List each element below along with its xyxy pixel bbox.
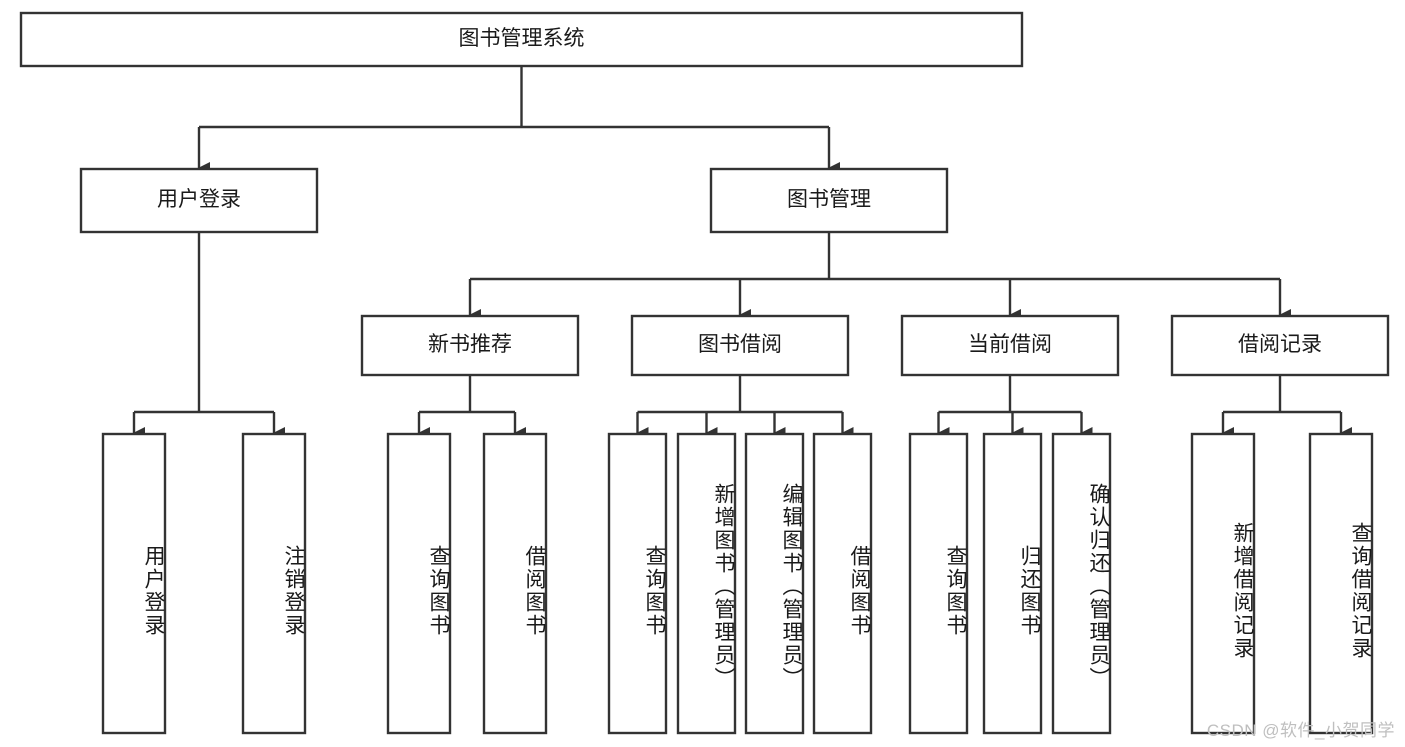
node-box-book-management[interactable]: [709, 167, 949, 234]
node-box-leaf-user-login[interactable]: [101, 432, 167, 735]
node-box-leaf-user-logout[interactable]: [241, 432, 307, 735]
node-box-borrow-records[interactable]: [1170, 314, 1390, 377]
node-box-user-login[interactable]: [79, 167, 319, 234]
node-box-leaf-query-record[interactable]: [1308, 432, 1374, 735]
node-box-leaf-edit-book[interactable]: [744, 432, 805, 735]
node-box-root[interactable]: [19, 11, 1024, 68]
node-box-leaf-add-record[interactable]: [1190, 432, 1256, 735]
connector-layer: [132, 66, 1352, 439]
node-box-leaf-query-book-rec[interactable]: [386, 432, 452, 735]
node-box-leaf-borrow-book-rec[interactable]: [482, 432, 548, 735]
node-box-new-book-recommend[interactable]: [360, 314, 580, 377]
node-box-leaf-query-book-cur[interactable]: [908, 432, 969, 735]
node-box-leaf-return-book[interactable]: [982, 432, 1043, 735]
node-box-layer: [19, 11, 1390, 735]
node-box-current-borrow[interactable]: [900, 314, 1120, 377]
node-box-leaf-confirm-return[interactable]: [1051, 432, 1112, 735]
node-box-leaf-add-book[interactable]: [676, 432, 737, 735]
watermark: CSDN @软件_小贺同学: [1206, 721, 1395, 740]
node-box-leaf-query-book-borrow[interactable]: [607, 432, 668, 735]
node-box-leaf-borrow-book[interactable]: [812, 432, 873, 735]
node-box-book-borrow[interactable]: [630, 314, 850, 377]
